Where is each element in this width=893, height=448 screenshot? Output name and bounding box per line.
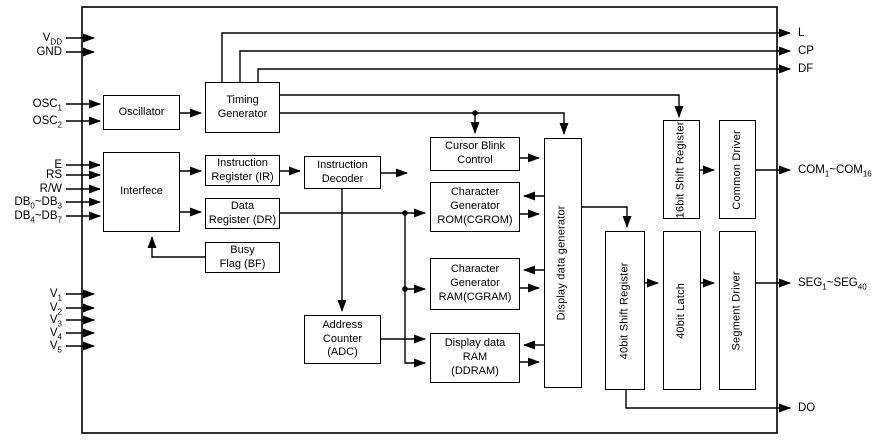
pin-label-rw: R/W [39,183,62,195]
block-common-driver: Common Driver [719,120,756,219]
pin-label-cp: CP [798,45,814,57]
block-display-data-generator: Display data generator [544,138,582,388]
pin-label-gnd: GND [36,46,62,58]
block-interface: Interfece [103,152,180,232]
segment-driver-label: Segment Driver [730,270,743,351]
block-segment-driver: Segment Driver [719,231,756,390]
pin-label-v3: V3 [49,314,62,329]
block-instruction-decoder: Instruction Decoder [304,156,381,189]
pin-label-osc2: OSC2 [32,115,62,130]
pin-label-v1: V1 [49,288,62,303]
chip-boundary [81,6,778,434]
pin-label-do: DO [798,402,816,414]
pin-label-seg1-seg40: SEG1~SEG40 [798,277,867,292]
common-driver-label: Common Driver [730,129,743,210]
block-40bit-latch: 40bit Latch [663,231,701,390]
block-16bit-shift-register: 16bit Shift Register [663,120,700,219]
pin-label-v5: V5 [49,340,62,355]
junction-dots [402,110,478,292]
pin-label-osc1: OSC1 [32,98,62,113]
shift-register-40-label: 40bit Shift Register [618,262,631,359]
block-ddram: Display data RAM (DDRAM) [430,333,520,383]
block-cgram: Character Generator RAM(CGRAM) [430,258,520,310]
pin-label-vdd: VDD [42,32,62,47]
pin-label-e: E [54,159,62,171]
pin-label-com1-com16: COM1~COM16 [798,164,872,179]
block-data-register: Data Register (DR) [205,198,280,229]
block-cursor-blink-control: Cursor Blink Control [430,137,520,171]
block-timing-generator: Timing Generator [205,82,280,133]
connector-lines [66,28,791,413]
pin-label-l: L [798,27,805,39]
block-cgrom: Character Generator ROM(CGROM) [430,182,520,232]
pin-label-v2: V2 [49,302,62,317]
block-instruction-register: Instruction Register (IR) [205,155,280,186]
block-oscillator: Oscillator [103,95,180,130]
pin-label-db0-db3: DB0~DB3 [14,196,62,211]
pin-label-db4-db7: DB4~DB7 [14,210,62,225]
block-40bit-shift-register: 40bit Shift Register [605,231,645,390]
shift-register-16-label: 16bit Shift Register [674,121,687,218]
pin-label-rs: RS [46,169,62,181]
display-data-generator-label: Display data generator [556,205,569,321]
pin-label-df: DF [798,63,814,75]
block-busy-flag: Busy Flag (BF) [205,242,280,273]
pin-label-v4: V4 [49,327,62,342]
block-address-counter: Address Counter (ADC) [304,315,381,364]
latch-40-label: 40bit Latch [675,282,688,339]
